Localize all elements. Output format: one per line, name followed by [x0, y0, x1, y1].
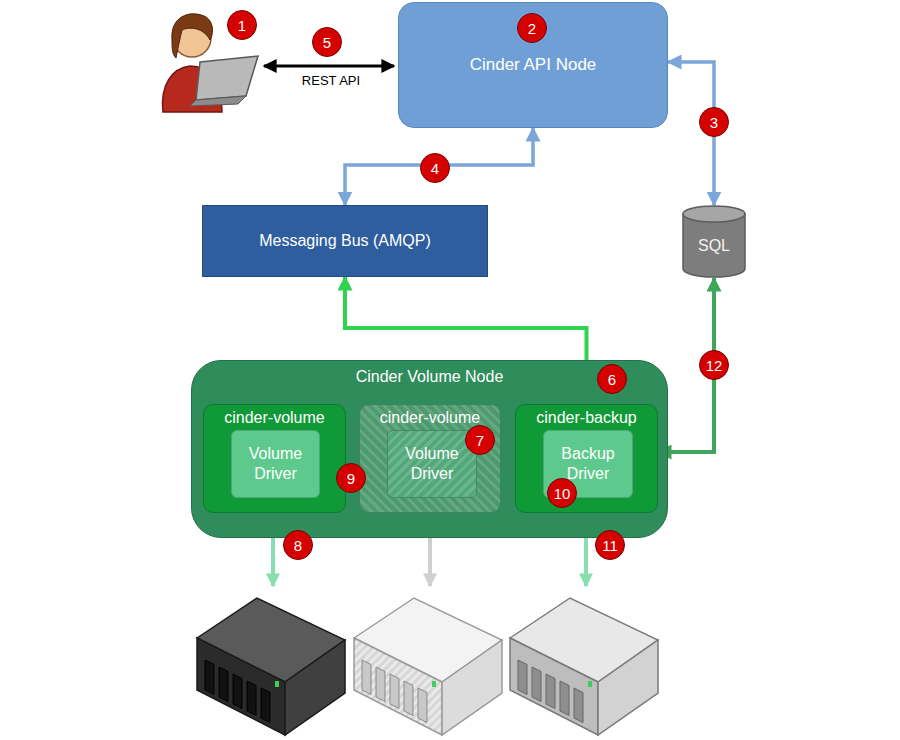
callout-number: 3	[699, 107, 729, 137]
svg-shape	[285, 640, 345, 735]
node-label: Volume Driver	[392, 444, 472, 484]
svg-shape	[354, 638, 442, 735]
drive-bay	[574, 688, 583, 723]
drive-bays	[205, 660, 592, 723]
status-led	[432, 681, 436, 687]
callout-number: 8	[283, 530, 313, 560]
drive-bay	[376, 667, 385, 702]
callout-number: 2	[517, 13, 547, 43]
node-label: SQL	[698, 236, 730, 257]
callout-number: 12	[699, 350, 729, 380]
svg-shape	[598, 640, 658, 735]
drive-bay	[362, 660, 371, 695]
link-label: REST API	[300, 73, 362, 88]
svg-shape	[190, 96, 246, 106]
message-bus: Messaging Bus (AMQP)	[202, 205, 488, 277]
callout-number: 7	[465, 425, 495, 455]
connector	[345, 128, 533, 205]
node-label: Cinder API Node	[470, 54, 597, 76]
node-label: Volume Driver	[236, 444, 315, 484]
rest-arrow	[264, 65, 394, 68]
callout-number: 4	[420, 153, 450, 183]
storage-server	[510, 598, 658, 735]
driver-box: Volume Driver	[231, 430, 320, 498]
svg-shape	[172, 14, 213, 58]
drive-bay	[546, 674, 555, 709]
drive-bay	[532, 667, 541, 702]
service-box: cinder-volumeVolume Driver	[203, 404, 346, 513]
status-led	[275, 681, 279, 687]
drive-bay	[404, 681, 413, 716]
storage-server	[354, 598, 502, 735]
drive-bay	[560, 681, 569, 716]
svg-shape	[683, 206, 745, 222]
callout-number: 9	[336, 463, 366, 493]
driver-box: Volume Driver	[387, 430, 477, 498]
status-led	[588, 681, 592, 687]
node-label: cinder-volume	[204, 408, 345, 429]
callout-number: 6	[597, 364, 627, 394]
host-band: Cinder Volume Node cinder-volumeVolume Dr…	[191, 360, 668, 538]
drive-bay	[390, 674, 399, 709]
drive-bay	[219, 667, 228, 702]
drive-bay	[518, 660, 527, 695]
storage-server	[197, 598, 345, 735]
drive-bay	[247, 681, 256, 716]
drive-bay	[205, 660, 214, 695]
service-box: cinder-volumeVolume Driver	[359, 404, 501, 513]
node-label: cinder-backup	[516, 408, 657, 429]
svg-shape	[442, 640, 502, 735]
node-label: Messaging Bus (AMQP)	[259, 231, 431, 252]
svg-shape	[683, 214, 745, 277]
callout-number: 1	[227, 10, 257, 40]
callout-number: 11	[595, 530, 625, 560]
svg-shape	[197, 638, 285, 735]
callout-number: 10	[547, 478, 577, 508]
callout-number: 5	[312, 27, 342, 57]
svg-shape	[196, 56, 258, 100]
svg-shape	[510, 638, 598, 735]
drive-bay	[261, 688, 270, 723]
drive-bay	[418, 688, 427, 723]
database-cylinder: SQL	[682, 205, 746, 278]
drive-bay	[233, 674, 242, 709]
node-label: Cinder Volume Node	[192, 367, 667, 388]
service-box: cinder-backupBackup Driver	[515, 404, 658, 513]
